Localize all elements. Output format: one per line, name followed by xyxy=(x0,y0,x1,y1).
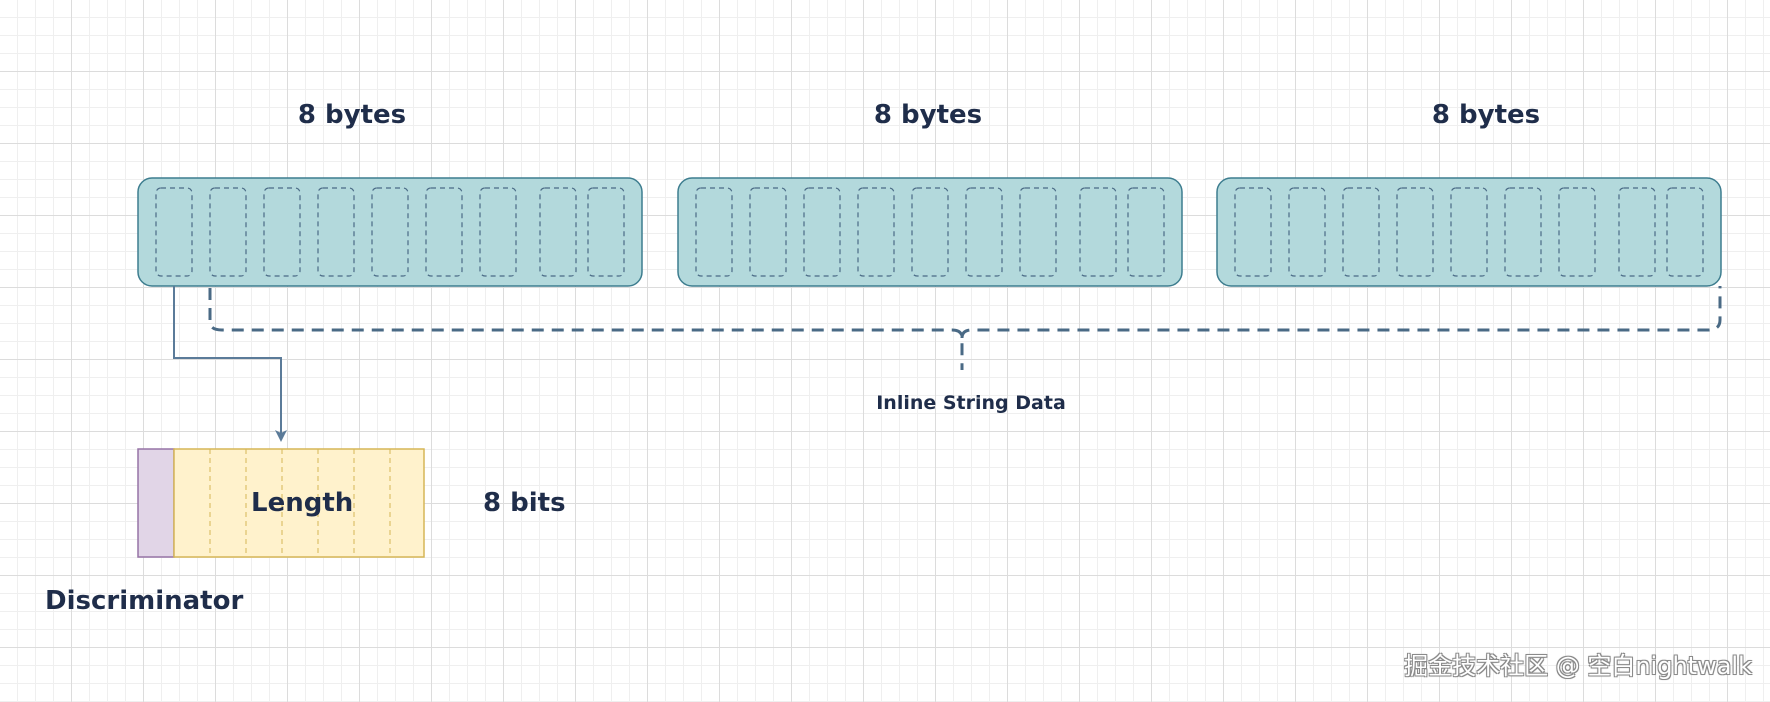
byte-cell xyxy=(1288,187,1326,277)
inline-string-brace xyxy=(208,286,1722,370)
byte-cell xyxy=(1558,187,1596,277)
byte-cell xyxy=(479,187,517,277)
discriminator-bit xyxy=(137,448,175,558)
inline-string-data-label: Inline String Data xyxy=(876,392,1066,414)
byte-cell xyxy=(1504,187,1542,277)
byte-cell xyxy=(965,187,1003,277)
byte-block-3 xyxy=(1216,177,1722,287)
byte-cell xyxy=(1019,187,1057,277)
byte-cell xyxy=(155,187,193,277)
block-2-size-label: 8 bytes xyxy=(873,100,983,130)
byte-blocks xyxy=(137,177,1722,287)
byte-cell xyxy=(1666,187,1704,277)
byte-cell xyxy=(371,187,409,277)
byte-cell xyxy=(263,187,301,277)
block-1-size-label: 8 bytes xyxy=(297,100,407,130)
discriminator-arrow xyxy=(173,286,287,442)
byte-block-1 xyxy=(137,177,643,287)
byte-cell xyxy=(857,187,895,277)
discriminator-label: Discriminator xyxy=(45,586,244,616)
byte-cell xyxy=(425,187,463,277)
block-3-size-label: 8 bytes xyxy=(1431,100,1541,130)
watermark-text: 掘金技术社区 @ 空白nightwalk xyxy=(1404,652,1752,680)
length-label: Length xyxy=(251,488,354,518)
byte-cell xyxy=(1450,187,1488,277)
byte-cell xyxy=(539,187,577,277)
byte-cell xyxy=(749,187,787,277)
byte-cell xyxy=(587,187,625,277)
length-bit-dividers xyxy=(209,449,391,557)
byte-cell xyxy=(695,187,733,277)
byte-cell xyxy=(1127,187,1165,277)
byte-cell xyxy=(1618,187,1656,277)
byte-cell xyxy=(209,187,247,277)
byte-cell xyxy=(1342,187,1380,277)
length-field xyxy=(173,448,425,558)
byte-cell xyxy=(911,187,949,277)
byte-cell xyxy=(1396,187,1434,277)
byte-cell xyxy=(1079,187,1117,277)
byte-cell xyxy=(1234,187,1272,277)
byte-block-2 xyxy=(677,177,1183,287)
bits-label: 8 bits xyxy=(483,488,566,518)
byte-cell xyxy=(317,187,355,277)
byte-cell xyxy=(803,187,841,277)
